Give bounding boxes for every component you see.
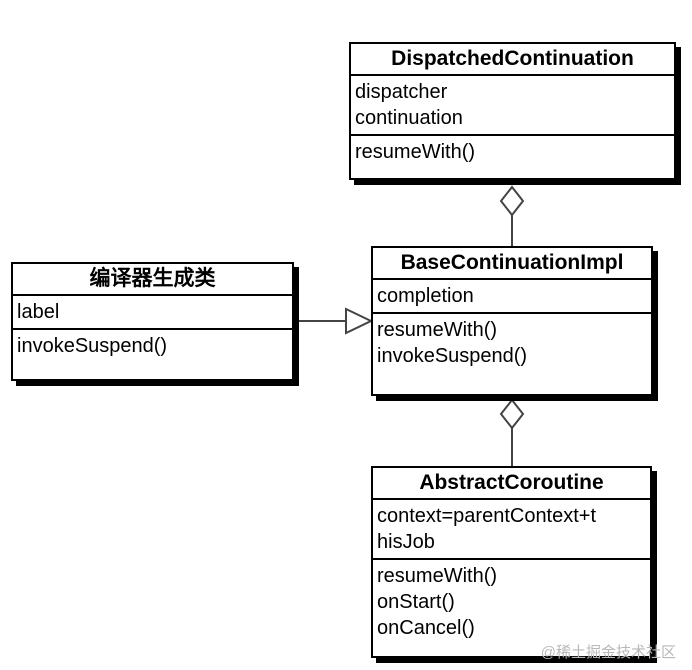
attribute: completion	[377, 285, 474, 307]
class-dispatched-continuation: DispatchedContinuation dispatcher contin…	[349, 42, 676, 180]
aggregation-diamond-base	[499, 398, 525, 430]
attribute: hisJob	[377, 531, 435, 553]
attribute: label	[17, 301, 60, 323]
generalization-arrowhead	[345, 307, 374, 335]
class-base-continuation-impl: BaseContinuationImpl completion resumeWi…	[371, 246, 653, 396]
attributes-compartment: label	[13, 296, 292, 330]
attributes-compartment: context=parentContext+t hisJob	[373, 500, 650, 560]
method: invokeSuspend()	[377, 345, 528, 367]
class-name: 编译器生成类	[13, 264, 292, 296]
method: onCancel()	[377, 617, 475, 639]
methods-compartment: resumeWith() invokeSuspend()	[373, 314, 651, 372]
methods-compartment: invokeSuspend()	[13, 330, 292, 362]
method: onStart()	[377, 591, 455, 613]
methods-compartment: resumeWith()	[351, 136, 674, 168]
attribute: continuation	[355, 107, 463, 129]
attribute: dispatcher	[355, 81, 448, 103]
class-compiler-generated: 编译器生成类 label invokeSuspend()	[11, 262, 294, 381]
method: resumeWith()	[377, 319, 498, 341]
attributes-compartment: completion	[373, 280, 651, 314]
method: resumeWith()	[377, 565, 498, 587]
attribute: context=parentContext+t	[377, 505, 597, 527]
aggregation-diamond-dispatched	[499, 185, 525, 217]
class-name: DispatchedContinuation	[351, 44, 674, 76]
method: invokeSuspend()	[17, 335, 168, 357]
attributes-compartment: dispatcher continuation	[351, 76, 674, 136]
methods-compartment: resumeWith() onStart() onCancel()	[373, 560, 650, 644]
watermark-brand: @稀土掘金技术社区	[540, 644, 676, 661]
class-name: BaseContinuationImpl	[373, 248, 651, 280]
method: resumeWith()	[355, 141, 476, 163]
class-abstract-coroutine: AbstractCoroutine context=parentContext+…	[371, 466, 652, 658]
class-name: AbstractCoroutine	[373, 468, 650, 500]
